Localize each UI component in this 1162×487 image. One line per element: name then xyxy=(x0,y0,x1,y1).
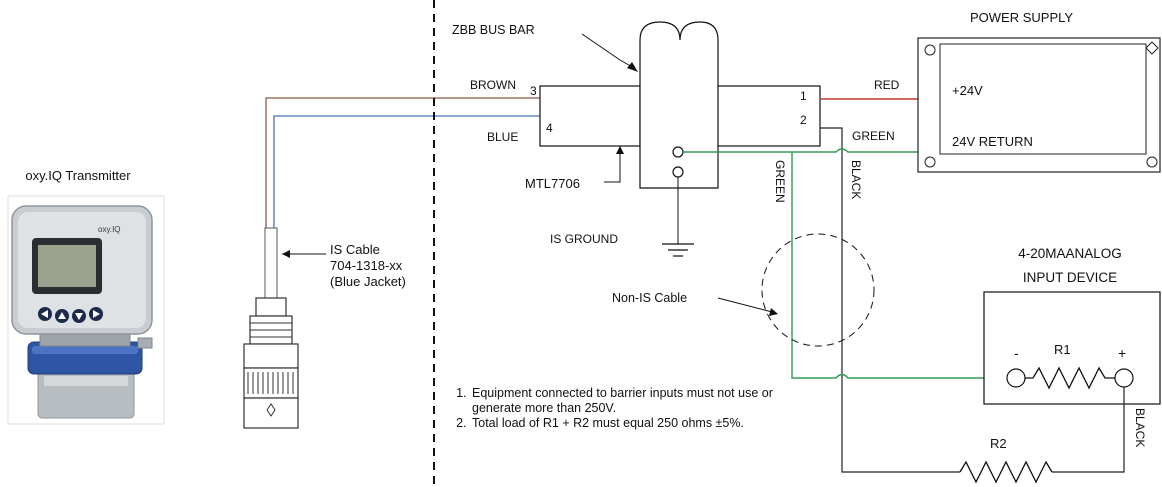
green-wire-top xyxy=(683,148,918,153)
transmitter-image: oxy.IQ xyxy=(7,195,165,425)
brown-label: BROWN xyxy=(470,78,516,92)
plus-label: + xyxy=(1118,345,1126,361)
minus-label: - xyxy=(1014,345,1019,361)
ground-label: IS GROUND xyxy=(550,232,618,246)
bus-bar-label: ZBB BUS BAR xyxy=(452,23,535,37)
arrow-left-icon xyxy=(41,310,48,318)
minus-terminal xyxy=(1006,368,1026,388)
blue-wire xyxy=(273,115,540,228)
black-wire xyxy=(820,127,960,473)
green-label-vertical: GREEN xyxy=(773,160,787,203)
notes-list: Equipment connected to barrier inputs mu… xyxy=(448,386,820,431)
plus-24v-label: +24V xyxy=(952,83,983,98)
mtl7706-barrier xyxy=(539,21,821,189)
r1-resistor xyxy=(1025,366,1115,390)
green-wire-vertical xyxy=(791,152,836,379)
transmitter-brand: oxy.IQ xyxy=(98,225,121,234)
arrow-right-icon xyxy=(93,310,100,318)
input-device-box xyxy=(983,291,1161,405)
non-is-cable-label: Non-IS Cable xyxy=(612,291,687,305)
model-label: MTL7706 xyxy=(525,176,580,191)
black-label-right: BLACK xyxy=(1133,408,1147,447)
power-supply-title: POWER SUPPLY xyxy=(970,10,1073,25)
zbb-bus-bar xyxy=(639,21,719,189)
brown-wire xyxy=(265,97,540,228)
r1-label: R1 xyxy=(1054,342,1071,357)
terminal-3: 3 xyxy=(530,84,537,98)
cable-label-line1: IS Cable xyxy=(330,242,380,257)
black-label-vertical: BLACK xyxy=(849,160,863,199)
power-supply-box xyxy=(917,37,1161,173)
terminal-2: 2 xyxy=(800,113,807,127)
r2-resistor xyxy=(959,460,1053,484)
arrow-up-icon xyxy=(58,312,66,319)
transmitter-keypad xyxy=(38,307,103,323)
cable-label-line3: (Blue Jacket) xyxy=(330,274,406,289)
green-label-top: GREEN xyxy=(852,129,895,143)
r2-label: R2 xyxy=(990,436,1007,451)
green-terminal xyxy=(672,146,684,158)
ground-terminal xyxy=(672,166,684,178)
blue-label: BLUE xyxy=(487,130,518,144)
terminal-1: 1 xyxy=(800,89,807,103)
arrow-down-icon xyxy=(75,313,83,320)
note-1: Equipment connected to barrier inputs mu… xyxy=(470,386,820,416)
transmitter-display xyxy=(38,245,96,287)
input-device-title-2: INPUT DEVICE xyxy=(1023,270,1117,285)
return-24v-label: 24V RETURN xyxy=(952,134,1033,149)
input-device-title-1: 4-20MAANALOG xyxy=(1018,246,1122,261)
is-cable xyxy=(243,227,299,429)
red-label: RED xyxy=(874,78,900,92)
transmitter-title: oxy.IQ Transmitter xyxy=(25,168,131,183)
cable-label-line2: 704-1318-xx xyxy=(330,258,403,273)
non-is-cable-circle xyxy=(761,233,875,347)
terminal-4: 4 xyxy=(546,121,553,135)
note-2: Total load of R1 + R2 must equal 250 ohm… xyxy=(470,416,820,431)
plus-terminal xyxy=(1114,368,1134,388)
